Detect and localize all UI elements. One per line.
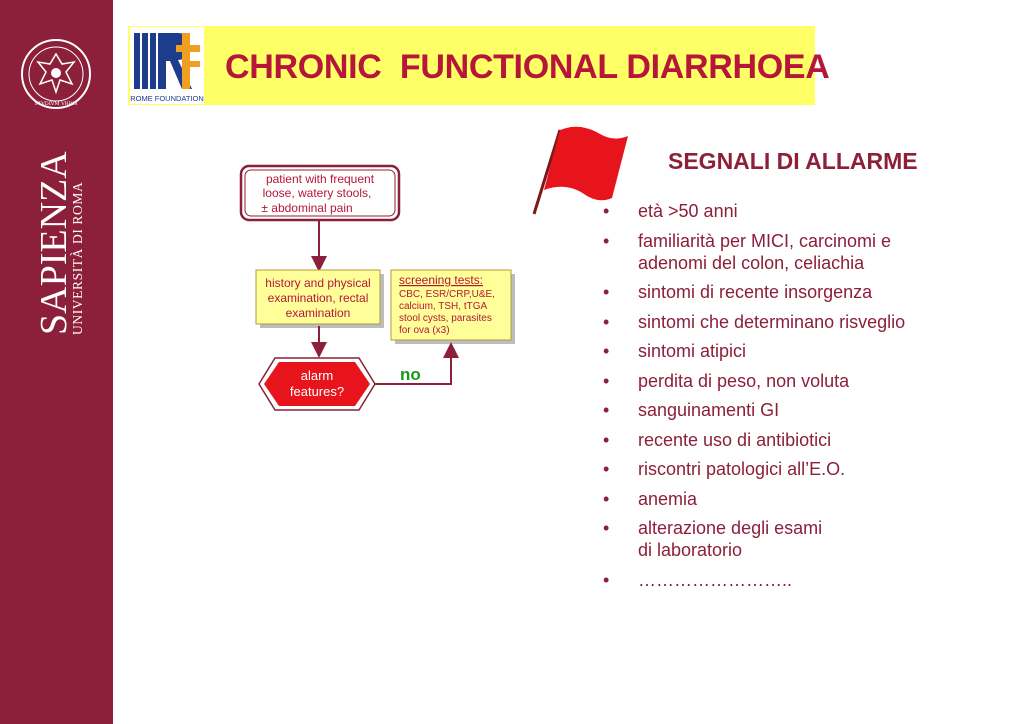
history-line-2: examination, rectal: [268, 291, 369, 305]
list-item: perdita di peso, non voluta: [603, 370, 1024, 392]
alarm-signs-list: età >50 anni familiarità per MICI, carci…: [603, 200, 1024, 598]
list-item: sanguinamenti GI: [603, 399, 1024, 421]
history-line-3: examination: [286, 306, 351, 320]
screening-line-4: for ova (x3): [399, 325, 450, 336]
list-item: riscontri patologici all’E.O.: [603, 458, 1024, 480]
alarm-line-2: features?: [290, 384, 344, 399]
alarm-line-1: alarm: [301, 368, 334, 383]
screening-title: screening tests:: [399, 273, 483, 287]
list-item: sintomi atipici: [603, 340, 1024, 362]
list-item: ……………………..: [603, 569, 1024, 591]
no-label: no: [400, 365, 421, 384]
screening-node: screening tests: CBC, ESR/CRP,U&E, calci…: [390, 269, 515, 344]
start-line-2: loose, watery stools,: [263, 186, 372, 200]
list-item: familiarità per MICI, carcinomi e adenom…: [603, 230, 1024, 274]
start-line-3: ± abdominal pain: [261, 201, 352, 215]
seal-motto: STVDIVM VRBIS: [34, 101, 78, 107]
screening-line-2: calcium, TSH, tTGA: [399, 301, 487, 312]
red-flag-icon: [532, 126, 628, 215]
alarm-decision-node: alarm features?: [258, 357, 376, 411]
arrow-alarm-to-screening: [375, 342, 459, 385]
start-node: patient with frequent loose, watery stoo…: [239, 164, 401, 222]
list-item: sintomi di recente insorgenza: [603, 281, 1024, 303]
history-line-1: history and physical: [265, 276, 370, 290]
university-name: SAPIENZA: [33, 151, 75, 335]
sidebar: STVDIVM VRBIS SAPIENZA UNIVERSITÀ DI ROM…: [0, 0, 113, 724]
list-item: alterazione degli esami di laboratorio: [603, 517, 1024, 561]
title-band: [128, 26, 815, 105]
screening-line-3: stool cysts, parasites: [399, 313, 492, 324]
rome-foundation-logo: ROME FOUNDATION: [130, 27, 204, 104]
university-seal-icon: STVDIVM VRBIS: [21, 39, 91, 109]
screening-line-1: CBC, ESR/CRP,U&E,: [399, 289, 495, 300]
diagnostic-flowchart: patient with frequent loose, watery stoo…: [239, 164, 515, 411]
page-title: CHRONIC FUNCTIONAL DIARRHOEA: [225, 48, 830, 86]
list-item: sintomi che determinano risveglio: [603, 311, 1024, 333]
list-item: recente uso di antibiotici: [603, 429, 1024, 451]
alarm-signs-title: SEGNALI DI ALLARME: [668, 148, 918, 174]
university-subtitle: UNIVERSITÀ DI ROMA: [70, 182, 85, 335]
history-node: history and physical examination, rectal…: [255, 269, 384, 328]
sapienza-wordmark: SAPIENZA UNIVERSITÀ DI ROMA: [33, 151, 85, 335]
list-item: anemia: [603, 488, 1024, 510]
logo-caption: ROME FOUNDATION: [130, 94, 204, 103]
list-item: età >50 anni: [603, 200, 1024, 222]
start-line-1: patient with frequent: [266, 172, 375, 186]
